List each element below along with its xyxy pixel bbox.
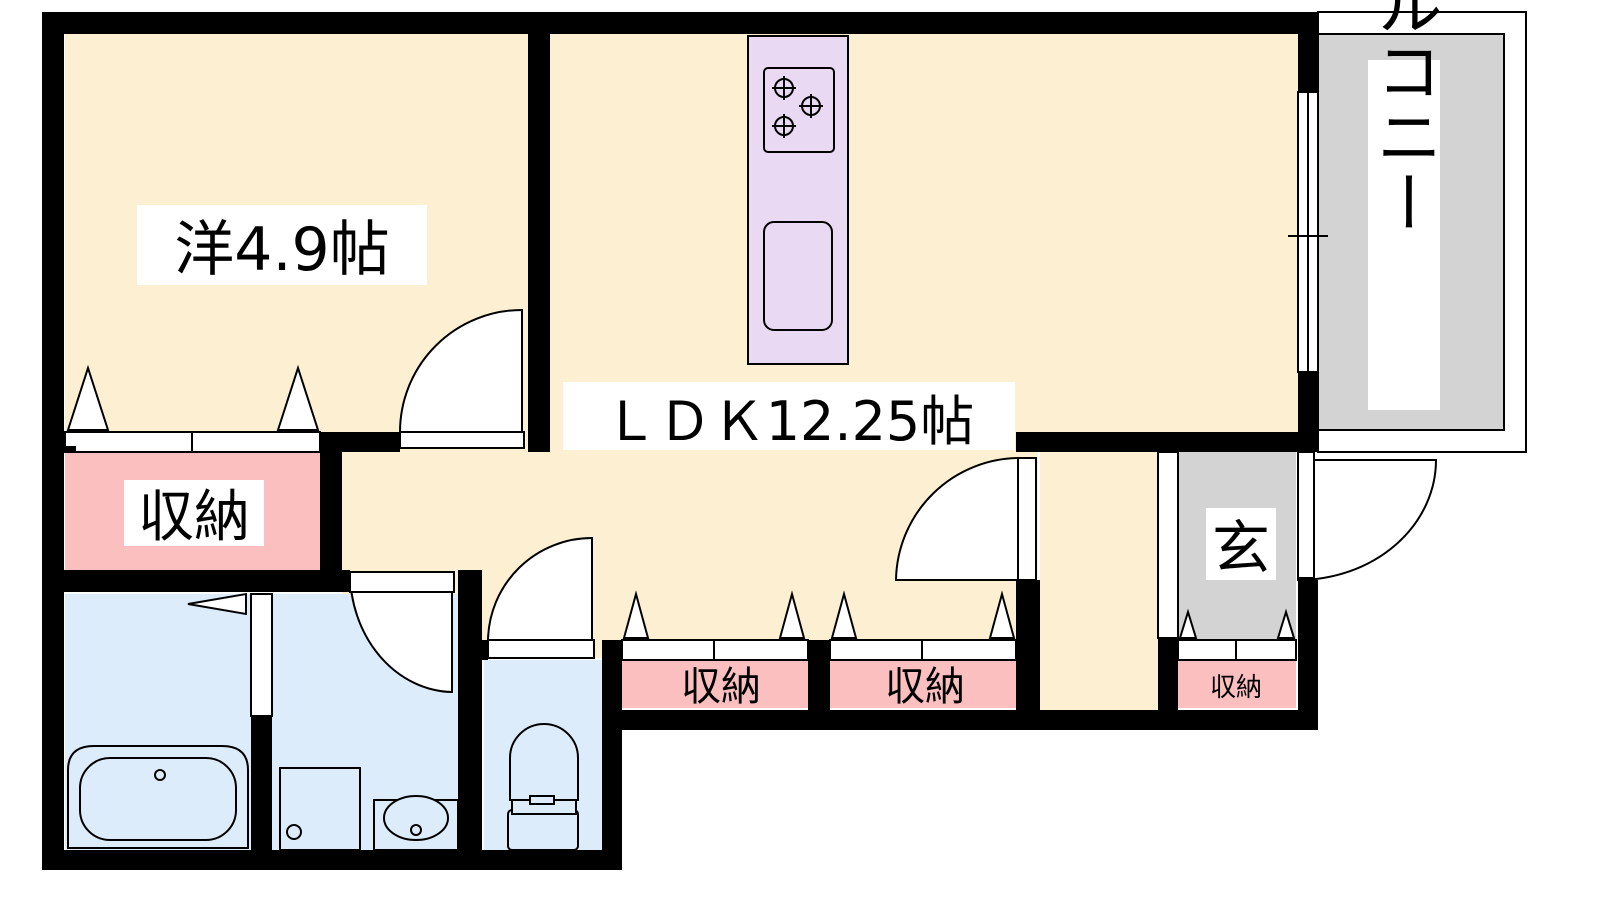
entrance-frame xyxy=(1157,451,1179,639)
sink-icon xyxy=(763,221,833,331)
wall-western-bottom-left xyxy=(64,446,76,452)
storage-mid-1-floor xyxy=(622,660,808,708)
entrance-label: 玄 xyxy=(1212,514,1270,582)
wall-toilet-right xyxy=(602,640,622,870)
wall-right-mid xyxy=(1298,372,1318,452)
wall-corridor-right xyxy=(1158,638,1178,710)
western-label-bg xyxy=(137,205,427,285)
shower-partition xyxy=(250,593,273,717)
entrance-door[interactable] xyxy=(1297,451,1438,582)
wall-right-upper xyxy=(1298,12,1318,92)
wall-bottom-left xyxy=(42,850,622,870)
walls xyxy=(42,12,1318,870)
storage-mid-2-label: 収納 xyxy=(885,664,965,710)
storage-entry-label: 収納 xyxy=(1210,673,1262,703)
wall-wet-top xyxy=(42,570,350,592)
wall-right-lower xyxy=(1298,580,1318,730)
ldk-label-bg xyxy=(563,382,1015,450)
western-room-label: 洋4.9帖 xyxy=(174,215,389,285)
storage-mid-1-label: 収納 xyxy=(681,664,761,710)
wall-left xyxy=(42,12,64,870)
wall-ldk-bottom-right xyxy=(1016,432,1298,452)
corridor-floor xyxy=(1040,452,1158,714)
wall-western-right xyxy=(528,34,550,452)
storage-west-label: 収納 xyxy=(138,485,250,550)
western-room-door[interactable] xyxy=(398,308,525,449)
entrance-label-bg xyxy=(1206,508,1276,580)
wall-bottom-right xyxy=(602,710,1318,730)
wall-top xyxy=(42,12,1318,34)
storage-west-label-bg xyxy=(124,480,264,546)
storage-entry-floor xyxy=(1178,660,1296,708)
shower-icon xyxy=(187,592,247,616)
ldk-floor xyxy=(550,34,1298,446)
wall-closet-mid2-right xyxy=(1016,580,1040,710)
balcony xyxy=(1317,11,1527,453)
kitchen-counter xyxy=(747,35,849,365)
stove xyxy=(763,67,835,153)
toilet-icon xyxy=(507,723,579,851)
wall-toilet-left xyxy=(458,640,486,652)
storage-mid-2-floor xyxy=(830,660,1016,708)
wall-washroom-right xyxy=(458,570,482,850)
balcony-label-bg xyxy=(1368,60,1440,410)
ldk-label: ＬＤＫ12.25帖 xyxy=(604,390,975,453)
bath-fixtures xyxy=(67,592,579,851)
wall-bath-partition xyxy=(251,716,272,850)
closet-west-fold-icon xyxy=(66,364,110,431)
stove-burner-icon xyxy=(772,76,823,138)
wall-storage-right xyxy=(320,432,342,592)
balcony-label: バルコニー xyxy=(1366,0,1443,235)
wall-closet-divider-1 xyxy=(808,640,830,710)
washroom-door[interactable] xyxy=(348,571,455,694)
labels: 洋4.9帖 ＬＤＫ12.25帖 玄 収納 収納 収納 収納 バルコニー xyxy=(138,0,1443,710)
